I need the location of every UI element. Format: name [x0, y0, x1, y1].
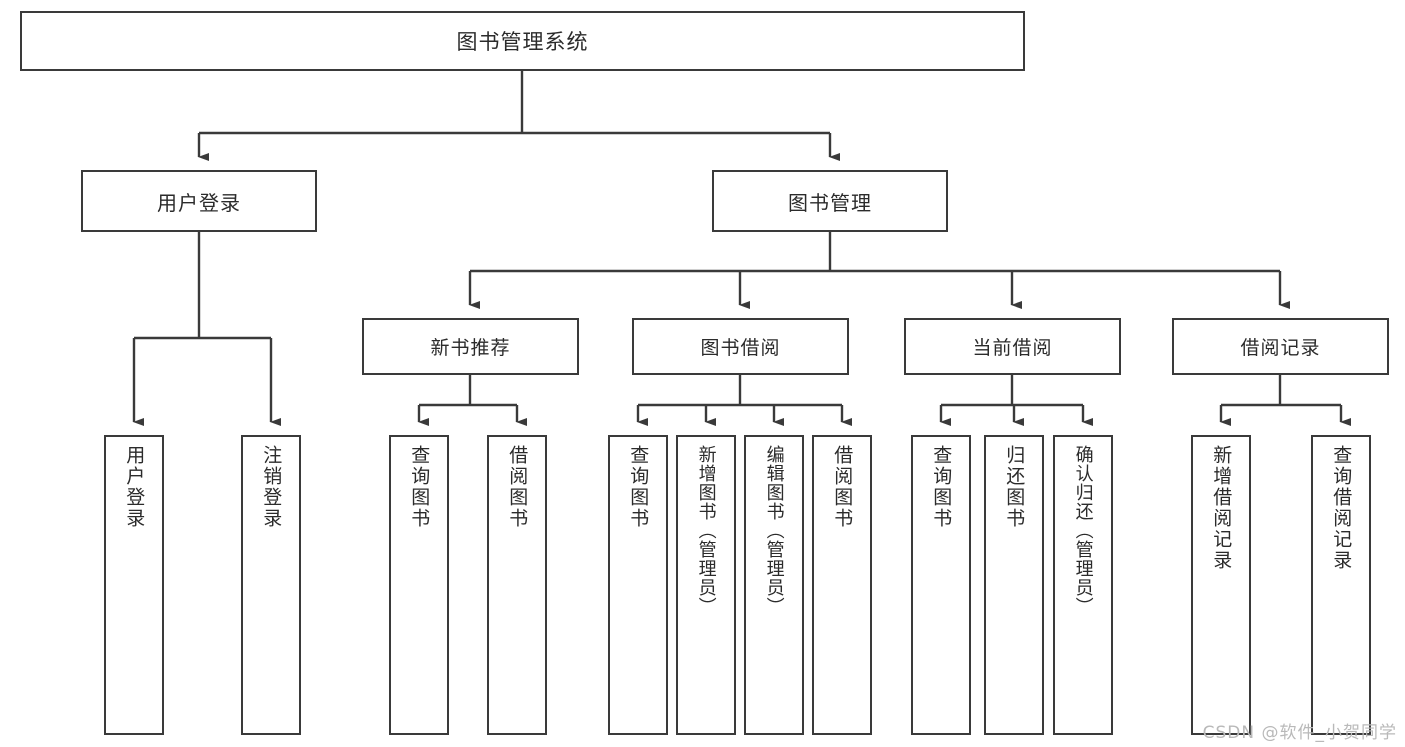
node-leaf-label: 查询图书: [930, 445, 953, 529]
node-new-book-rec-label: 新书推荐: [430, 337, 511, 359]
node-root-system[interactable]: 图书管理系统: [20, 11, 1025, 71]
node-leaf-label: 编辑图书（管理员）: [763, 445, 785, 616]
node-leaf-add-book[interactable]: 新增图书（管理员）: [676, 435, 736, 735]
node-leaf-borrow-book-2[interactable]: 借阅图书: [812, 435, 872, 735]
node-leaf-return-book[interactable]: 归还图书: [984, 435, 1044, 735]
node-user-login[interactable]: 用户登录: [81, 170, 317, 232]
node-leaf-label: 新增借阅记录: [1210, 445, 1233, 571]
node-current-borrow-label: 当前借阅: [972, 337, 1053, 359]
node-borrow-record-label: 借阅记录: [1240, 337, 1321, 359]
node-leaf-label: 查询图书: [627, 445, 650, 529]
node-book-borrow[interactable]: 图书借阅: [632, 318, 849, 375]
node-leaf-query-book-3[interactable]: 查询图书: [911, 435, 971, 735]
node-user-login-label: 用户登录: [157, 190, 241, 215]
node-root-label: 图书管理系统: [456, 30, 589, 54]
node-leaf-label: 确认归还（管理员）: [1072, 445, 1094, 616]
node-leaf-query-record[interactable]: 查询借阅记录: [1311, 435, 1371, 735]
csdn-watermark: CSDN @软件_小贺同学: [1202, 723, 1397, 743]
node-leaf-label: 注销登录: [260, 445, 283, 529]
node-leaf-label: 查询图书: [408, 445, 431, 529]
node-leaf-add-record[interactable]: 新增借阅记录: [1191, 435, 1251, 735]
node-book-manage-label: 图书管理: [788, 190, 872, 215]
node-leaf-user-login[interactable]: 用户登录: [104, 435, 164, 735]
node-leaf-label: 用户登录: [123, 445, 146, 529]
node-current-borrow[interactable]: 当前借阅: [904, 318, 1121, 375]
node-leaf-confirm-return[interactable]: 确认归还（管理员）: [1053, 435, 1113, 735]
node-leaf-label: 借阅图书: [831, 445, 854, 529]
node-leaf-label: 借阅图书: [506, 445, 529, 529]
node-leaf-label: 新增图书（管理员）: [695, 445, 717, 616]
node-leaf-query-book-1[interactable]: 查询图书: [389, 435, 449, 735]
node-leaf-query-book-2[interactable]: 查询图书: [608, 435, 668, 735]
node-book-borrow-label: 图书借阅: [700, 337, 781, 359]
node-leaf-label: 归还图书: [1003, 445, 1026, 529]
node-leaf-label: 查询借阅记录: [1330, 445, 1353, 571]
node-borrow-record[interactable]: 借阅记录: [1172, 318, 1389, 375]
node-leaf-logout[interactable]: 注销登录: [241, 435, 301, 735]
node-new-book-rec[interactable]: 新书推荐: [362, 318, 579, 375]
node-leaf-borrow-book-1[interactable]: 借阅图书: [487, 435, 547, 735]
node-leaf-edit-book[interactable]: 编辑图书（管理员）: [744, 435, 804, 735]
node-book-manage[interactable]: 图书管理: [712, 170, 948, 232]
